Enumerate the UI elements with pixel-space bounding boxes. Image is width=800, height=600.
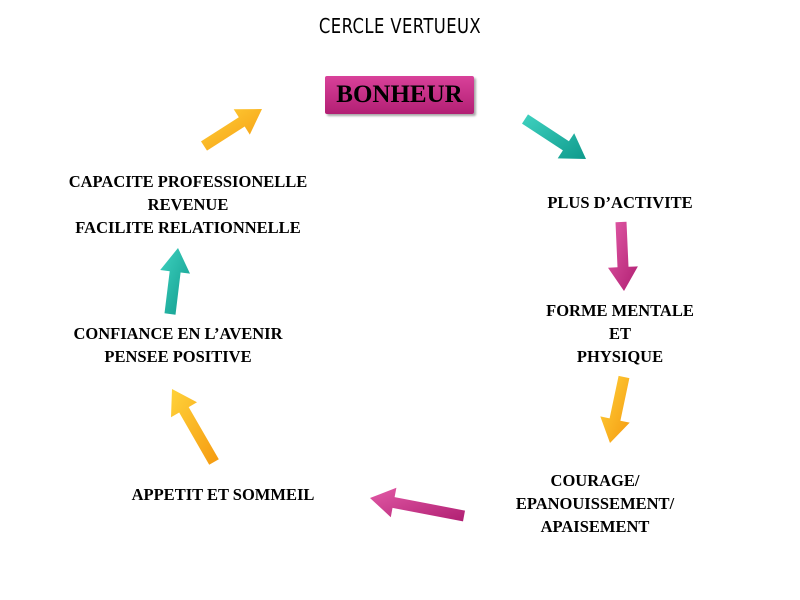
node-capacite: CAPACITE PROFESSIONELLE REVENUE FACILITE…	[40, 170, 336, 239]
node-capacite-line-3: FACILITE RELATIONNELLE	[75, 218, 301, 237]
node-capacite-line-1: CAPACITE PROFESSIONELLE	[68, 172, 308, 191]
node-forme: FORME MENTALE ET PHYSIQUE	[520, 299, 720, 368]
diagram-title: CERCLE VERTUEUX	[318, 14, 482, 38]
arrow-activite-to-forme	[608, 221, 638, 291]
node-appetit-line-1: APPETIT ET SOMMEIL	[131, 485, 315, 504]
node-forme-line-1: FORME MENTALE	[546, 301, 694, 320]
node-activite: PLUS D’ACTIVITE	[520, 191, 720, 214]
arrow-forme-to-courage	[600, 375, 630, 443]
arrow-center-to-activite	[522, 114, 586, 159]
arrow-courage-to-appetit	[370, 487, 465, 522]
node-forme-line-3: PHYSIQUE	[576, 347, 664, 366]
node-appetit: APPETIT ET SOMMEIL	[105, 483, 341, 506]
arrow-confiance-to-capacite	[160, 248, 190, 315]
center-node-bonheur: BONHEUR	[325, 76, 474, 114]
node-courage-line-3: APAISEMENT	[540, 517, 650, 536]
node-courage: COURAGE/ EPANOUISSEMENT/ APAISEMENT	[490, 469, 700, 538]
node-capacite-line-2: REVENUE	[147, 195, 229, 214]
node-activite-line-1: PLUS D’ACTIVITE	[547, 193, 693, 212]
node-courage-line-2: EPANOUISSEMENT/	[515, 494, 675, 513]
node-courage-line-1: COURAGE/	[550, 471, 640, 490]
node-confiance: CONFIANCE EN L’AVENIR PENSEE POSITIVE	[40, 322, 316, 368]
node-confiance-line-2: PENSEE POSITIVE	[104, 347, 252, 366]
arrow-appetit-to-confiance	[171, 389, 219, 465]
node-forme-line-2: ET	[608, 324, 631, 343]
node-confiance-line-1: CONFIANCE EN L’AVENIR	[73, 324, 283, 343]
arrow-capacite-to-center	[201, 109, 262, 151]
